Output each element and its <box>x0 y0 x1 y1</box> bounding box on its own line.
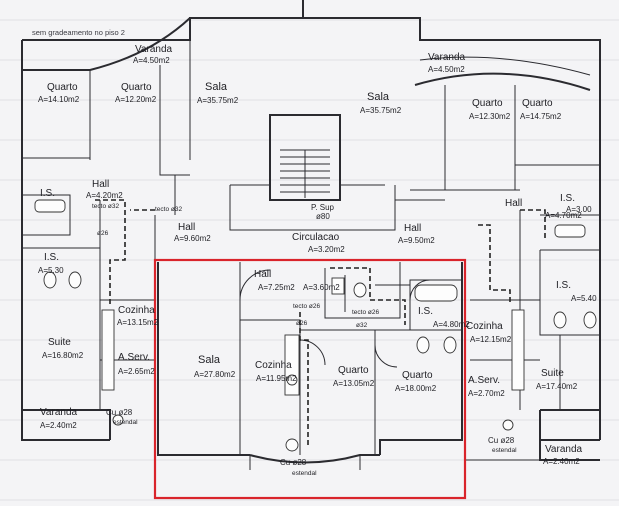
note-tecto-26-a: tecto ø26 <box>293 303 321 310</box>
room-hall-right-2: Hall <box>505 198 523 209</box>
room-circulacao: Circulacao <box>292 232 340 243</box>
area-is-right-2: A=5.40 <box>571 294 597 303</box>
area-quarto-d: A=14.75m2 <box>520 112 562 121</box>
center-unit-walls <box>157 262 463 470</box>
area-varanda-bottom-right: A=2.40m2 <box>543 457 580 466</box>
area-is-left-2: A=5.30 <box>38 266 64 275</box>
room-is-left-1: I.S. <box>40 188 56 199</box>
area-cozinha-left: A=13.15m2 <box>117 318 159 327</box>
outer-walls <box>21 0 601 461</box>
area-cozinha-right: A=12.15m2 <box>470 335 512 344</box>
note-phi-32: ø32 <box>356 322 368 329</box>
room-varanda-top-left: Varanda <box>135 44 173 55</box>
room-hall-left: Hall <box>92 179 110 190</box>
room-varanda-bottom-left: Varanda <box>40 407 78 418</box>
note-cu-28-left: Cu ø28 <box>106 408 133 417</box>
area-hall-right-2: A=4.70m2 <box>545 211 582 220</box>
room-quarto-f: Quarto <box>402 370 433 381</box>
note-estendal-left: estendal <box>113 419 138 426</box>
room-hall-left-2: Hall <box>178 222 196 233</box>
area-hall-left: A=4.20m2 <box>86 191 123 200</box>
label-p-sup-diameter: ø80 <box>316 212 330 221</box>
label-p-sup: P. Sup <box>311 203 334 212</box>
note-cu-28-center: Cu ø28 <box>280 458 307 467</box>
area-suite-right: A=17.40m2 <box>536 382 578 391</box>
highlighted-apartment-outline <box>153 258 467 500</box>
area-varanda-top-right: A=4.50m2 <box>428 65 465 74</box>
area-circulacao: A=3.20m2 <box>308 245 345 254</box>
room-suite-right: Suite <box>541 368 564 379</box>
note-cu-28-right: Cu ø28 <box>488 436 515 445</box>
area-hall-right: A=9.50m2 <box>398 236 435 245</box>
fixtures <box>34 199 597 452</box>
room-quarto-c: Quarto <box>472 98 503 109</box>
area-hall-center: A=7.25m2 <box>258 283 295 292</box>
area-is-right-1: A=3.00 <box>566 205 592 214</box>
area-sala-center: A=27.80m2 <box>194 370 236 379</box>
note-tecto-32-a: tecto ø32 <box>92 203 120 210</box>
pipe-runs <box>95 199 546 445</box>
room-aserv-right: A.Serv. <box>468 375 501 386</box>
room-quarto-e: Quarto <box>338 365 369 376</box>
room-cozinha-center: Cozinha <box>255 360 292 371</box>
area-quarto-f: A=18.00m2 <box>395 384 437 393</box>
room-hall-right: Hall <box>404 223 422 234</box>
area-suite-left: A=16.80m2 <box>42 351 84 360</box>
room-varanda-top-right: Varanda <box>428 52 466 63</box>
area-sala-right: A=35.75m2 <box>360 106 402 115</box>
area-quarto-b: A=12.20m2 <box>115 95 157 104</box>
room-varanda-bottom-right: Varanda <box>545 444 583 455</box>
area-wc-center: A=3.60m2 <box>303 283 340 292</box>
note-tecto-26-b: tecto ø26 <box>352 309 380 316</box>
room-hall-center: Hall <box>254 269 272 280</box>
area-varanda-top-left: A=4.50m2 <box>133 56 170 65</box>
area-is-center: A=4.80m2 <box>433 320 470 329</box>
room-is-center: I.S. <box>418 306 434 317</box>
area-cozinha-center: A=11.95m2 <box>256 374 297 383</box>
area-aserv-right: A=2.70m2 <box>468 389 505 398</box>
room-quarto-b: Quarto <box>121 82 152 93</box>
room-quarto-a: Quarto <box>47 82 78 93</box>
room-sala-center: Sala <box>198 354 221 366</box>
room-is-right-1: I.S. <box>560 193 576 204</box>
room-cozinha-left: Cozinha <box>118 305 155 316</box>
area-quarto-e: A=13.05m2 <box>333 379 375 388</box>
room-sala-right: Sala <box>367 91 390 103</box>
note-phi-26-b: ø26 <box>296 320 308 327</box>
area-varanda-bottom-left: A=2.40m2 <box>40 421 77 430</box>
note-estendal-right: estendal <box>492 447 517 454</box>
room-is-right-2: I.S. <box>556 280 572 291</box>
note-phi-26-a: ø26 <box>97 230 109 237</box>
room-quarto-d: Quarto <box>522 98 553 109</box>
room-aserv-left: A.Serv. <box>118 352 151 363</box>
area-aserv-left: A=2.65m2 <box>118 367 155 376</box>
area-sala-left: A=35.75m2 <box>197 96 239 105</box>
area-quarto-c: A=12.30m2 <box>469 112 511 121</box>
area-quarto-a: A=14.10m2 <box>38 95 80 104</box>
room-is-left-2: I.S. <box>44 252 60 263</box>
note-estendal-center: estendal <box>292 470 317 477</box>
room-sala-left: Sala <box>205 81 228 93</box>
note-tecto-32-b: tecto ø32 <box>155 206 183 213</box>
header-note: sem gradeamento no piso 2 <box>32 28 125 37</box>
room-suite-left: Suite <box>48 337 71 348</box>
stair-core <box>174 114 445 231</box>
area-hall-left-2: A=9.60m2 <box>174 234 211 243</box>
room-cozinha-right: Cozinha <box>466 321 503 332</box>
